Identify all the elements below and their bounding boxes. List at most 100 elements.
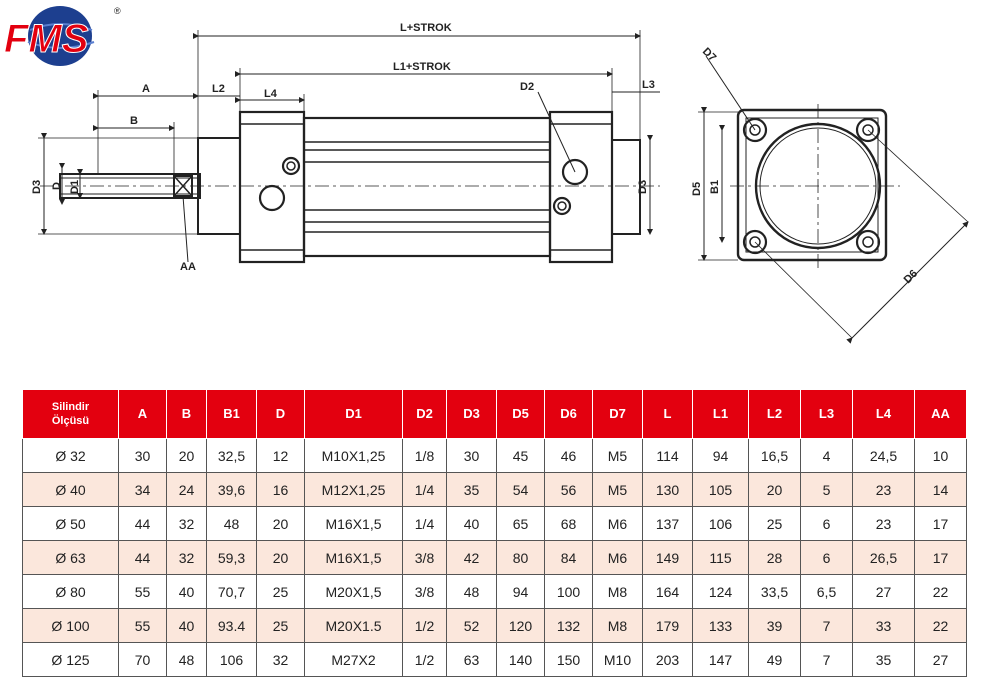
table-cell: 63: [446, 642, 497, 677]
table-cell: 20: [166, 438, 207, 473]
table-cell: 93.4: [206, 608, 257, 643]
table-cell: 140: [496, 642, 545, 677]
table-cell: 1/8: [402, 438, 447, 473]
table-cell: 106: [692, 506, 749, 541]
table-cell: M8: [592, 574, 643, 609]
table-cell: 20: [256, 540, 305, 575]
table-cell: 33: [852, 608, 915, 643]
label-l2: L2: [212, 83, 225, 95]
table-cell: 100: [544, 574, 593, 609]
table-cell: M10X1,25: [304, 438, 403, 473]
table-cell: 52: [446, 608, 497, 643]
table-cell: 30: [118, 438, 167, 473]
table-cell: M20X1,5: [304, 574, 403, 609]
table-cell: 147: [692, 642, 749, 677]
table-cell: 23: [852, 472, 915, 507]
header-cell: D3: [446, 389, 497, 439]
table-cell: 65: [496, 506, 545, 541]
table-cell: 34: [118, 472, 167, 507]
table-cell: 48: [446, 574, 497, 609]
cylinder-size-cell: Ø 40: [22, 472, 119, 507]
table-cell: 114: [642, 438, 693, 473]
logo-globe: [28, 6, 92, 66]
label-aa: AA: [180, 261, 196, 273]
label-l1-strok: L1+STROK: [393, 61, 451, 73]
table-cell: 25: [256, 574, 305, 609]
table-cell: 149: [642, 540, 693, 575]
table-cell: 17: [914, 540, 967, 575]
label-d5: D5: [691, 182, 703, 196]
table-cell: 4: [800, 438, 853, 473]
table-cell: 27: [914, 642, 967, 677]
cylinder-size-cell: Ø 100: [22, 608, 119, 643]
table-cell: 68: [544, 506, 593, 541]
table-cell: 16: [256, 472, 305, 507]
table-cell: M27X2: [304, 642, 403, 677]
label-d: D: [51, 182, 63, 190]
table-cell: 22: [914, 608, 967, 643]
header-cell: D2: [402, 389, 447, 439]
table-cell: 44: [118, 540, 167, 575]
label-d1: D1: [69, 180, 81, 194]
header-cell: D: [256, 389, 305, 439]
table-cell: M12X1,25: [304, 472, 403, 507]
table-cell: 6,5: [800, 574, 853, 609]
table-cell: 35: [446, 472, 497, 507]
table-cell: 23: [852, 506, 915, 541]
table-cell: 35: [852, 642, 915, 677]
header-cell: L1: [692, 389, 749, 439]
table-cell: 40: [166, 608, 207, 643]
header-cell: L4: [852, 389, 915, 439]
table-cell: 179: [642, 608, 693, 643]
dimension-table: Silindir Ölçüsü A B B1 D D1 D2 D3 D5 D6 …: [22, 389, 967, 677]
table-cell: M8: [592, 608, 643, 643]
header-cell: A: [118, 389, 167, 439]
table-cell: 26,5: [852, 540, 915, 575]
header-cell: B1: [206, 389, 257, 439]
table-cell: 25: [748, 506, 801, 541]
table-cell: 24,5: [852, 438, 915, 473]
table-cell: 17: [914, 506, 967, 541]
header-cell: D1: [304, 389, 403, 439]
table-cell: 1/2: [402, 608, 447, 643]
table-cell: 32: [166, 540, 207, 575]
table-cell: M5: [592, 472, 643, 507]
table-cell: 94: [496, 574, 545, 609]
table-cell: M16X1,5: [304, 506, 403, 541]
label-d2: D2: [520, 81, 534, 93]
table-cell: 40: [446, 506, 497, 541]
table-cell: 164: [642, 574, 693, 609]
table-cell: 1/4: [402, 506, 447, 541]
table-cell: 33,5: [748, 574, 801, 609]
header-cell: AA: [914, 389, 967, 439]
table-cell: 16,5: [748, 438, 801, 473]
table-cell: 203: [642, 642, 693, 677]
table-cell: 20: [256, 506, 305, 541]
table-cell: 46: [544, 438, 593, 473]
table-cell: M6: [592, 540, 643, 575]
table-cell: 27: [852, 574, 915, 609]
table-cell: 42: [446, 540, 497, 575]
label-d3-left: D3: [31, 180, 43, 194]
header-cell: D7: [592, 389, 643, 439]
table-cell: 84: [544, 540, 593, 575]
table-cell: 133: [692, 608, 749, 643]
header-line-1: Silindir: [51, 401, 90, 413]
table-cell: M20X1.5: [304, 608, 403, 643]
header-line-2: Ölçüsü: [51, 415, 90, 427]
header-cell: L: [642, 389, 693, 439]
table-cell: M10: [592, 642, 643, 677]
table-cell: 55: [118, 608, 167, 643]
table-cell: 94: [692, 438, 749, 473]
table-cell: M16X1,5: [304, 540, 403, 575]
table-cell: 28: [748, 540, 801, 575]
table-cell: 3/8: [402, 540, 447, 575]
cylinder-drawing: L+STROK L1+STROK A B L2 L4 L3 D2 AA D3 D…: [31, 22, 969, 344]
table-cell: 6: [800, 540, 853, 575]
